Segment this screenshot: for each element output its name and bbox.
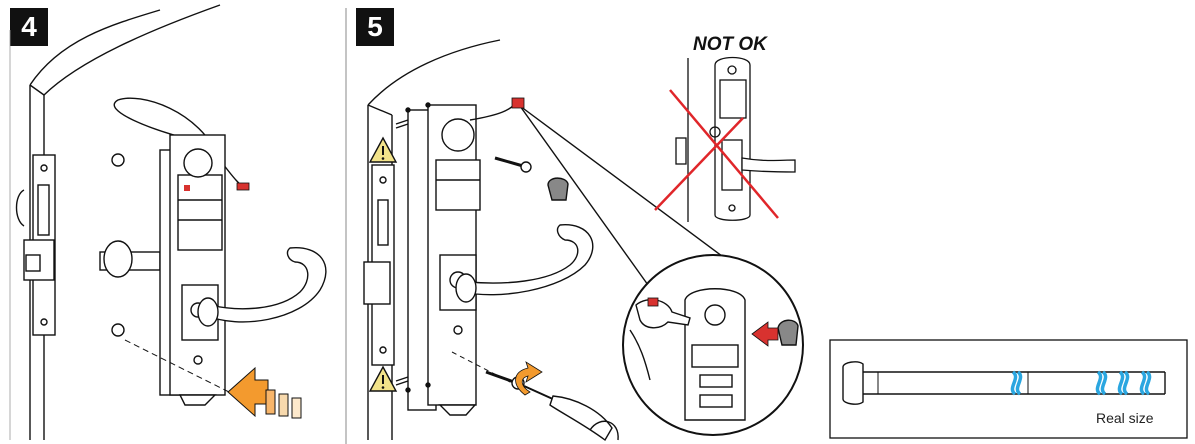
spacer-set [265,389,302,419]
push-arrow-icon [227,366,269,418]
step-5-badge: 5 [356,8,394,46]
connector-red [647,297,659,307]
step-4-badge: 4 [10,8,48,46]
real-size-label: Real size [1096,410,1154,426]
detail-magnifier [622,254,804,436]
warning-triangle-icon [368,365,398,392]
warning-triangle-icon [368,136,398,163]
thread-lock-marks [1010,370,1152,396]
cross-out-icon [654,89,779,219]
step-4-illustration [15,4,327,440]
rotate-arrow-icon [515,361,543,396]
step-5-illustration [363,39,731,442]
connector-red [511,97,525,109]
not-ok-illustration [675,56,796,222]
not-ok-label: NOT OK [693,34,767,55]
real-size-panel [829,339,1188,439]
push-arrow-icon [751,321,779,347]
